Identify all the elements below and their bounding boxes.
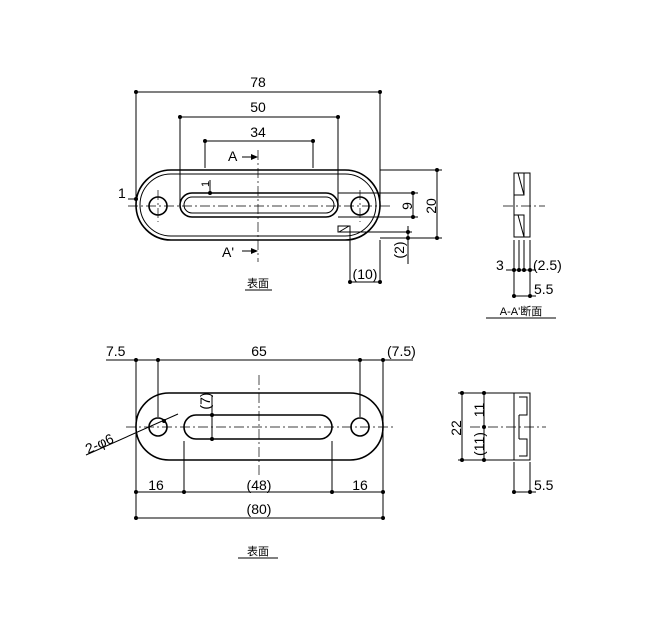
dim-20: 20 [423, 198, 439, 214]
dim-1-outer: 1 [118, 185, 126, 201]
dim-7-5-left: 7.5 [106, 343, 126, 359]
dim-5-5-section: 5.5 [534, 281, 554, 297]
top-slot-inner [183, 196, 335, 214]
dim-7-5-right: (7.5) [387, 343, 416, 359]
top-marker [337, 225, 351, 233]
bottom-view: 7.5 65 (7.5) (7) 2-φ6 16 (48) 16 (80) 表面 [83, 343, 416, 559]
dim-2-5: (2.5) [533, 257, 562, 273]
dim-48: (48) [247, 477, 272, 493]
dim-34: 34 [250, 124, 266, 140]
bottom-body-outline [135, 392, 384, 461]
dim-16-left: 16 [148, 477, 164, 493]
dim-7: (7) [197, 392, 213, 409]
dim-holes: 2-φ6 [83, 430, 116, 457]
side-body [513, 392, 531, 461]
bottom-view-caption: 表面 [247, 544, 269, 558]
dim-78: 78 [250, 74, 266, 90]
section-view: 3 (2.5) 5.5 A-A'断面 [486, 172, 562, 319]
dim-11-ref: (11) [471, 432, 487, 456]
top-view: 78 50 34 A A' 1 1 9 [118, 74, 442, 291]
section-body [513, 172, 531, 238]
dim-5-5-side: 5.5 [534, 477, 554, 493]
top-view-caption: 表面 [247, 276, 269, 290]
dim-9: 9 [399, 202, 415, 210]
dim-11: 11 [471, 403, 487, 418]
section-caption: A-A'断面 [500, 304, 542, 318]
dim-1-inner: 1 [200, 181, 212, 187]
dim-2: (2) [391, 241, 407, 258]
dim-65: 65 [251, 343, 267, 359]
dim-16-right: 16 [352, 477, 368, 493]
section-label-a: A [228, 148, 238, 164]
dim-3: 3 [496, 257, 504, 273]
dim-22: 22 [448, 420, 464, 436]
side-view: 22 11 (11) 5.5 [448, 391, 554, 494]
section-label-a-prime: A' [222, 244, 234, 260]
dim-50: 50 [250, 99, 266, 115]
dim-80: (80) [247, 501, 272, 517]
dim-10: (10) [353, 266, 378, 282]
